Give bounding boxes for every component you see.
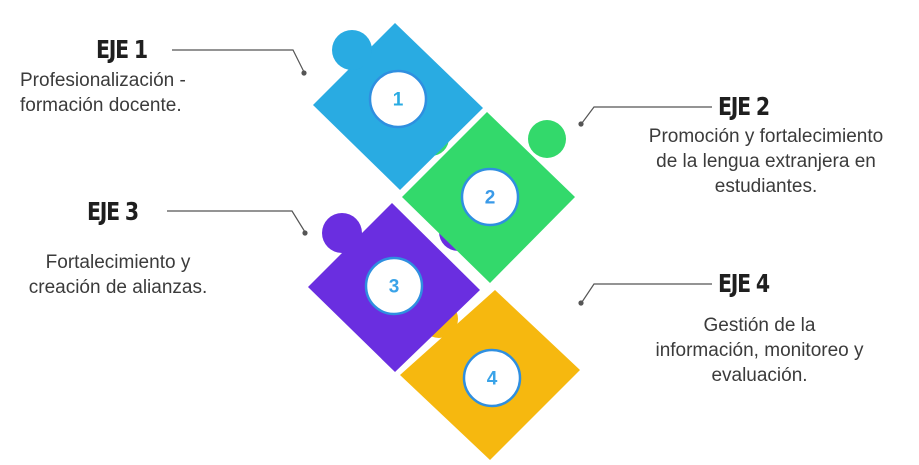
number-2: 2 <box>485 188 496 209</box>
eje-1-description-line: Profesionalización - <box>20 70 186 91</box>
eje-1-description-line: formación docente. <box>20 95 182 116</box>
eje-4-description: Gestión de la información, monitoreo y e… <box>612 313 907 388</box>
number-circle-3 <box>364 256 424 316</box>
number-circle-1 <box>368 69 428 129</box>
eje-2-description-line: Promoción y fortalecimiento <box>648 126 884 147</box>
eje-2-description-line: de la lengua extranjera en <box>656 151 876 172</box>
connector-dot-eje-2 <box>578 121 584 127</box>
eje-3-description: Fortalecimiento y creación de alianzas. <box>4 250 232 300</box>
number-1: 1 <box>393 90 404 111</box>
connector-line-eje-3 <box>167 210 306 233</box>
connector-line-eje-4 <box>581 283 712 303</box>
eje-3-description-line: creación de alianzas. <box>28 277 208 298</box>
connector-dot-eje-4 <box>578 300 584 306</box>
eje-4-title: EJE 4 <box>718 269 770 298</box>
eje-1-title: EJE 1 <box>96 35 148 64</box>
eje-4-description-line: evaluación. <box>711 365 808 386</box>
number-circle-2 <box>460 167 520 227</box>
eje-4-description-line: Gestión de la <box>703 315 816 336</box>
eje-4-description-line: información, monitoreo y <box>655 340 864 361</box>
number-4: 4 <box>487 369 498 390</box>
number-circle-4 <box>462 348 522 408</box>
eje-2-title: EJE 2 <box>718 92 770 121</box>
connector-dot-eje-3 <box>302 230 308 236</box>
eje-2-description: Promoción y fortalecimiento de la lengua… <box>616 124 916 199</box>
eje-1-description: Profesionalización - formación docente. <box>20 68 186 118</box>
eje-2-description-line: estudiantes. <box>714 176 818 197</box>
number-3: 3 <box>389 277 400 298</box>
eje-3-description-line: Fortalecimiento y <box>45 252 191 273</box>
eje-3-title: EJE 3 <box>87 197 139 226</box>
connector-line-eje-2 <box>581 106 712 124</box>
connector-line-eje-1 <box>172 49 305 73</box>
connector-dot-eje-1 <box>301 70 307 76</box>
